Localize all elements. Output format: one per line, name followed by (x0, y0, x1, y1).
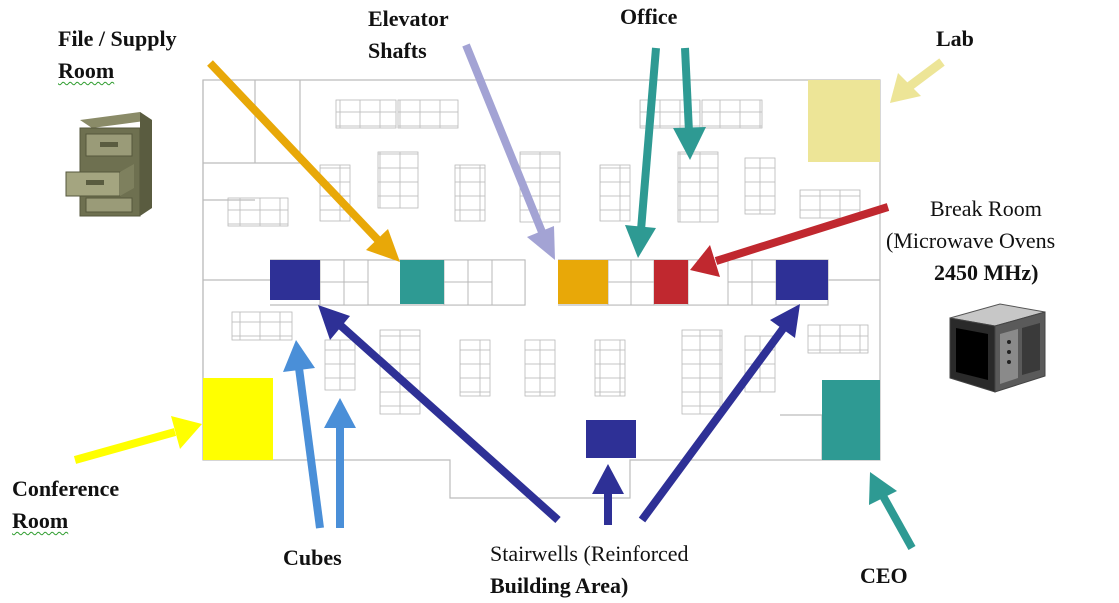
cubes-label: Cubes (283, 545, 342, 570)
cube-clusters (227, 99, 869, 415)
corridor-cells (319, 259, 777, 306)
elevator-label-line1: Elevator (368, 6, 449, 31)
file-cabinet-icon (65, 112, 152, 217)
office-label: Office (620, 4, 678, 29)
lab-room (808, 80, 880, 162)
conference-label-text: Room (12, 508, 69, 533)
break-room (654, 260, 688, 304)
lab-label: Lab (936, 26, 974, 51)
elevator-room (558, 260, 608, 304)
file-supply-label-line2: Room (58, 56, 114, 86)
conference-label-line2: Room (12, 506, 68, 536)
file-supply-label-line1: File / Supply (58, 26, 177, 51)
annotation-arrows (73, 43, 945, 550)
ceo-office (822, 380, 880, 460)
file-supply-label-text: Room (58, 58, 115, 83)
break-room-label-line3: 2450 MHz) (934, 260, 1039, 285)
stairwell-left (270, 260, 320, 300)
microwave-icon (949, 303, 1046, 393)
file-supply-room (400, 260, 444, 304)
elevator-label-line2: Shafts (368, 38, 427, 63)
conference-label-line1: Conference (12, 476, 120, 501)
conference-room (203, 378, 273, 460)
break-room-label-line2: (Microwave Ovens (886, 228, 1056, 253)
stairwell-right (776, 260, 828, 300)
break-room-label-line1: Break Room (930, 196, 1042, 221)
stairwells-label-line1: Stairwells (Reinforced (490, 541, 689, 566)
stairwell-bottom (586, 420, 636, 458)
stairwells-label-line2: Building Area) (490, 573, 629, 598)
ceo-label: CEO (860, 563, 908, 588)
colored-rooms (203, 80, 880, 460)
